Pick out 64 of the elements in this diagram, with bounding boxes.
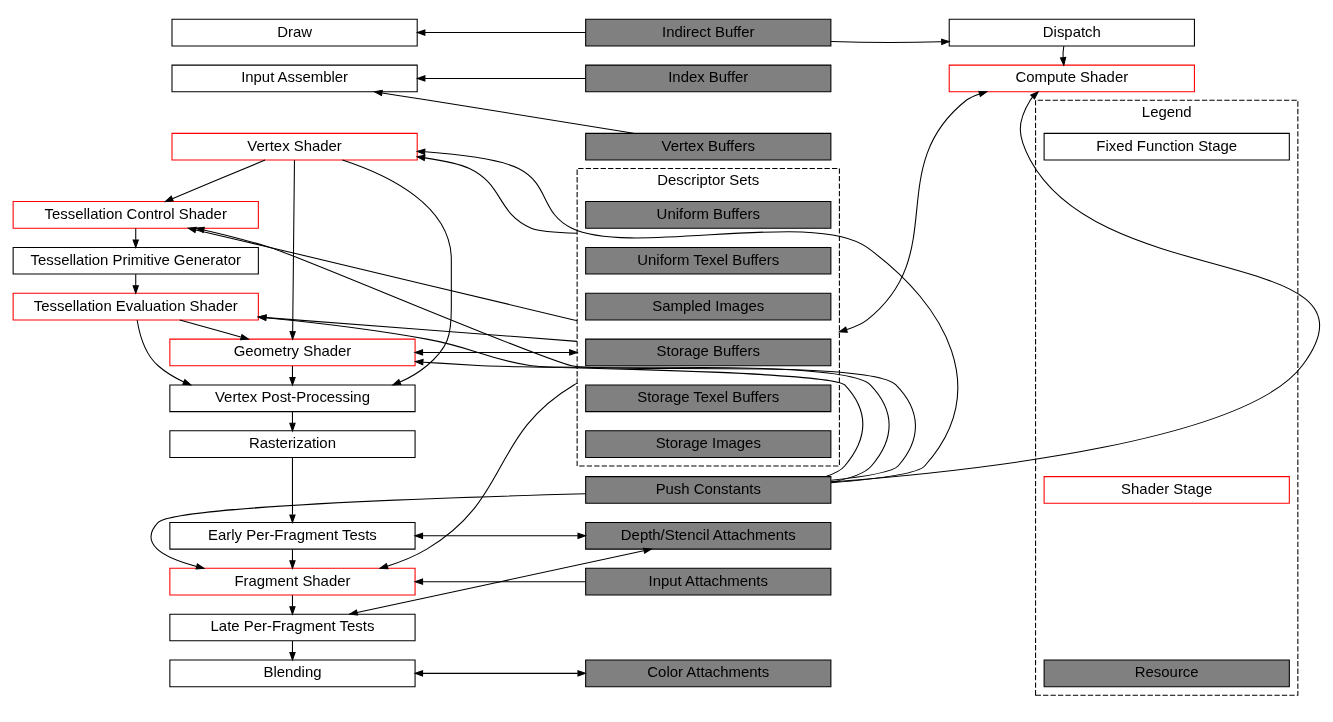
arrow (413, 669, 588, 677)
arrow (289, 410, 296, 432)
arrow (837, 90, 989, 333)
node-box: Storage Texel Buffers (585, 383, 832, 412)
arrow (186, 226, 578, 321)
node-box: Late Per-Fragment Tests (169, 613, 416, 641)
node-box: Color Attachments (585, 659, 832, 687)
arrow (289, 548, 296, 570)
arrow (256, 313, 890, 483)
arrow (132, 227, 140, 249)
node-box: Dispatch (948, 18, 1195, 46)
node-box: Fixed Function Stage (1043, 132, 1290, 161)
node-box: Indirect Buffer (585, 18, 832, 46)
node-box: Vertex Buffers (585, 132, 832, 161)
arrow (1059, 45, 1067, 67)
node-box: Rasterization (169, 429, 416, 458)
node-box: Compute Shader (948, 64, 1195, 92)
node-box: Vertex Post-Processing (169, 383, 416, 412)
arrow (132, 273, 140, 295)
node-box: Storage Images (585, 429, 832, 458)
arrow (415, 28, 587, 36)
arrow (289, 639, 296, 662)
node-box: Input Assembler (171, 64, 418, 92)
node-box: Storage Buffers (585, 338, 832, 366)
arrow (415, 154, 578, 234)
node-box: Shader Stage (1043, 475, 1290, 504)
arrow (256, 313, 578, 342)
node-box: Geometry Shader (169, 338, 416, 366)
node-box: Depth/Stencil Attachments (585, 521, 832, 550)
arrow (413, 348, 579, 356)
arrow (415, 148, 959, 483)
arrow (830, 37, 951, 45)
node-box: Sampled Images (585, 292, 832, 320)
node-box: Resource (1043, 659, 1290, 687)
node-box: Push Constants (585, 475, 832, 504)
arrow (372, 89, 635, 134)
arrow (136, 319, 193, 385)
arrow (289, 364, 296, 387)
node-box: Fragment Shader (169, 567, 416, 596)
arrow (289, 456, 296, 524)
arrow (413, 577, 586, 585)
arrow (289, 159, 297, 341)
arrow (341, 159, 452, 386)
arrow (378, 382, 578, 569)
node-box: Tessellation Evaluation Shader (12, 292, 259, 320)
node-box: Uniform Buffers (585, 200, 832, 229)
arrow (415, 74, 587, 82)
arrow (413, 531, 588, 539)
node-box: Uniform Texel Buffers (585, 246, 832, 275)
arrow (194, 226, 916, 481)
arrow (348, 547, 653, 616)
arrow (163, 159, 266, 202)
node-box: Blending (169, 659, 416, 687)
node-box: Early Per-Fragment Tests (169, 521, 416, 550)
node-box: Tessellation Primitive Generator (12, 246, 259, 275)
node-box: Draw (171, 18, 418, 46)
node-box: Tessellation Control Shader (12, 200, 259, 229)
node-box: Index Buffer (585, 64, 832, 92)
node-box: Input Attachments (585, 567, 832, 596)
arrow (413, 358, 864, 477)
node-box: Vertex Shader (171, 132, 418, 161)
arrow (289, 594, 296, 616)
arrow (150, 492, 587, 570)
arrow (830, 90, 1320, 482)
